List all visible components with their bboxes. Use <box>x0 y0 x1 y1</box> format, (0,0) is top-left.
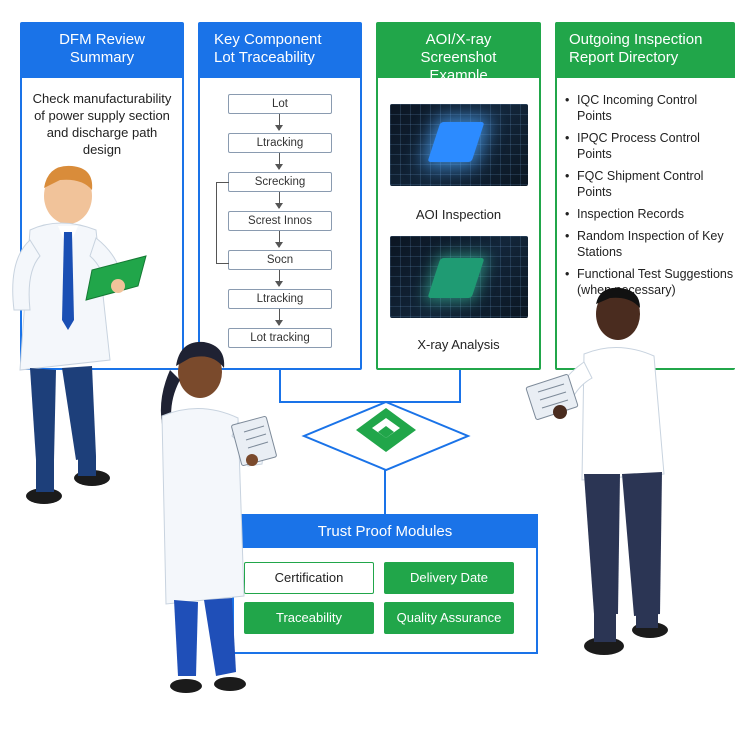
trace-step-4: Screst Innos <box>228 211 332 231</box>
certification-module[interactable]: Certification <box>244 562 374 594</box>
dfm-title-line2: Summary <box>69 49 135 66</box>
hub-icon <box>301 400 471 472</box>
dfm-title-line1: DFM Review <box>59 31 145 48</box>
trust-title: Trust Proof Modules <box>234 516 536 548</box>
inspection-item: FQC Shipment Control Points <box>565 168 735 200</box>
xray-label: X-ray Analysis <box>417 337 500 352</box>
lot-title-line2: Lot Traceability <box>214 49 315 66</box>
trace-arrow <box>275 309 283 326</box>
connector-aoi <box>459 370 461 402</box>
trace-loop-line <box>216 182 229 264</box>
inspection-item: Random Inspection of Key Stations <box>565 228 735 260</box>
xray-screenshot <box>390 236 528 318</box>
aoi-label: AOI Inspection <box>415 207 502 222</box>
trace-arrow <box>275 114 283 131</box>
inspection-list: IQC Incoming Control Points IPQC Process… <box>557 78 735 298</box>
dfm-review-header: DFM Review Summary <box>22 24 182 78</box>
connector-hub-down <box>384 468 386 514</box>
trace-arrow <box>275 192 283 209</box>
aoi-screenshot <box>390 104 528 186</box>
engineer-right-illustration <box>525 287 668 655</box>
lot-traceability-header: Key Component Lot Traceability <box>200 24 360 78</box>
trace-step-1: Lot <box>228 94 332 114</box>
trace-arrow <box>275 231 283 248</box>
aoi-title-line2: Example <box>429 67 488 84</box>
aoi-xray-header: AOI/X-ray Screenshot Example <box>378 24 539 84</box>
quality-assurance-module[interactable]: Quality Assurance <box>384 602 514 634</box>
inspection-item: IQC Incoming Control Points <box>565 92 735 124</box>
engineer-center-illustration <box>160 341 277 693</box>
outgoing-inspection-header: Outgoing Inspection Report Directory <box>557 24 735 78</box>
aoi-title-line1: AOI/X-ray Screenshot <box>420 31 497 66</box>
inspection-item: Inspection Records <box>565 206 735 222</box>
inspection-title-line2: Report Directory <box>569 49 679 66</box>
trace-step-2: Ltracking <box>228 133 332 153</box>
engineer-left-illustration <box>12 165 147 504</box>
inspection-item: IPQC Process Control Points <box>565 130 735 162</box>
lot-title-line1: Key Component <box>214 31 322 48</box>
traceability-module[interactable]: Traceability <box>244 602 374 634</box>
trace-arrow <box>275 153 283 170</box>
outgoing-inspection-panel: Outgoing Inspection Report Directory IQC… <box>555 22 735 370</box>
trace-step-3: Screcking <box>228 172 332 192</box>
inspection-title-line1: Outgoing Inspection <box>569 31 703 48</box>
aoi-xray-panel: AOI/X-ray Screenshot Example AOI Inspect… <box>376 22 541 370</box>
lot-traceability-panel: Key Component Lot Traceability Lot Ltrac… <box>198 22 362 370</box>
trace-step-6: Ltracking <box>228 289 332 309</box>
trace-arrow <box>275 270 283 287</box>
trace-step-7: Lot tracking <box>228 328 332 348</box>
trace-step-5: Socn <box>228 250 332 270</box>
connector-lot <box>279 370 281 402</box>
connector-horizontal <box>279 401 461 403</box>
dfm-review-text: Check manufacturability of power supply … <box>32 91 172 157</box>
trust-proof-modules: Trust Proof Modules Certification Delive… <box>232 514 538 654</box>
delivery-date-module[interactable]: Delivery Date <box>384 562 514 594</box>
